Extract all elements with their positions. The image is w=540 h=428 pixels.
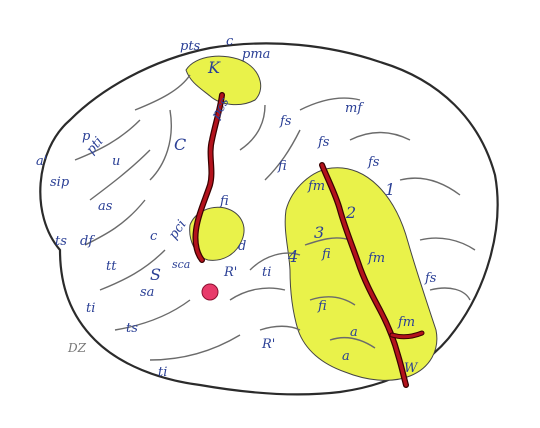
label-a-prime: a' (36, 154, 47, 169)
label-u: u (112, 154, 120, 169)
label-ti-3: ti (158, 365, 167, 380)
label-tt: tt (106, 259, 117, 274)
label-df: df (80, 234, 95, 249)
label-K: K (207, 58, 221, 77)
label-fi-4: fi (317, 299, 327, 314)
label-C: C (174, 135, 186, 154)
label-R-prime-2: R' (223, 265, 237, 280)
pink-spot (201, 283, 219, 301)
label-as: as (98, 199, 113, 214)
label-a-2: a (342, 349, 350, 364)
label-fm-2: fm (367, 251, 385, 266)
label-a-1: a (350, 325, 358, 340)
label-fs-4: fs (424, 271, 437, 286)
label-ts-2: ts (126, 321, 138, 336)
label-fm-1: fm (307, 179, 325, 194)
label-c-mid: c (150, 229, 158, 244)
label-R-prime: R' (261, 337, 275, 352)
label-d: d (238, 239, 246, 254)
label-ti-2: ti (86, 301, 95, 316)
labels: pts c pma K mf fs fs fs fs pcs C fi fi f… (36, 34, 437, 380)
label-1: 1 (385, 180, 395, 199)
label-pma: pma (242, 47, 270, 62)
label-fi-3: fi (321, 247, 331, 262)
label-2: 2 (345, 203, 356, 222)
sulci (74, 74, 476, 361)
label-S: S (150, 265, 161, 284)
label-mf: mf (345, 101, 364, 116)
label-ts-1: ts (55, 234, 67, 249)
label-4: 4 (287, 247, 298, 266)
label-sa: sa (140, 285, 154, 300)
label-pts: pts (180, 39, 201, 54)
artist-signature: DZ (67, 341, 87, 355)
highlight-upper (185, 55, 262, 106)
label-ti-1: ti (262, 265, 271, 280)
label-p: p (82, 129, 91, 144)
label-fm-3: fm (397, 315, 415, 330)
fissures (192, 92, 425, 388)
label-fs-1: fs (279, 114, 292, 129)
label-fs-3: fs (367, 155, 380, 170)
label-W: W (404, 361, 419, 376)
label-3: 3 (314, 223, 324, 242)
label-sip: sip (50, 175, 70, 190)
label-fs-2: fs (317, 135, 330, 150)
label-c-top: c (226, 34, 234, 49)
label-fi-1: fi (277, 159, 287, 174)
label-sca: sca (172, 258, 190, 271)
label-fi-2: fi (219, 194, 229, 209)
